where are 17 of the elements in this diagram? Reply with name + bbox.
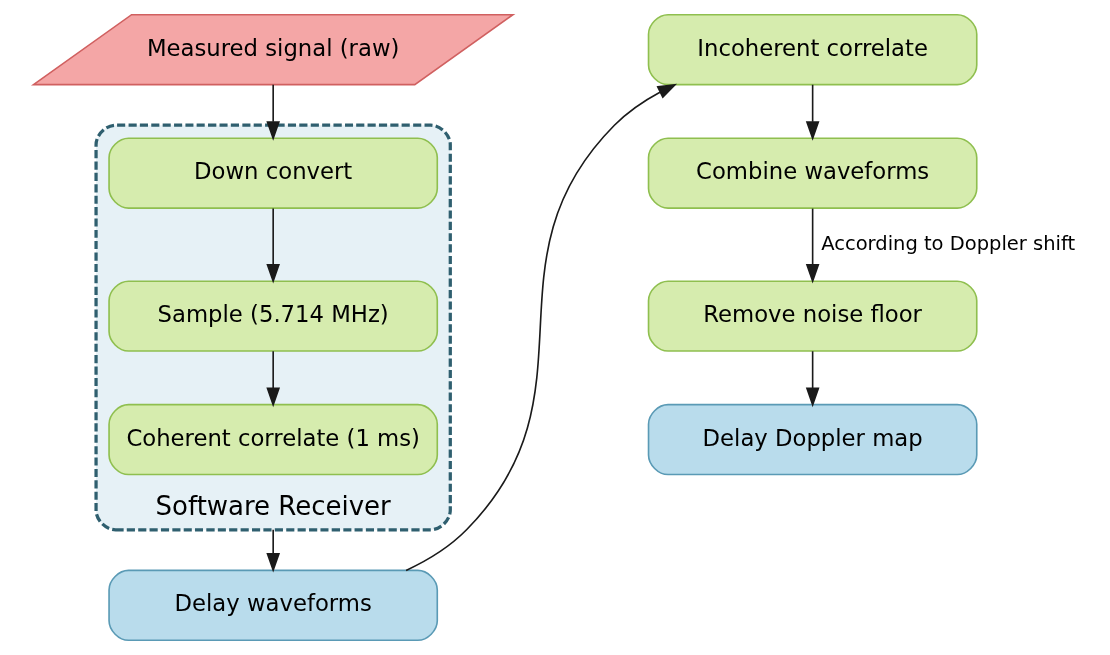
arrow xyxy=(265,207,280,284)
arrow xyxy=(805,350,819,408)
arrow xyxy=(265,350,280,408)
arrow xyxy=(805,207,819,284)
node-box: Delay Doppler map xyxy=(647,403,978,476)
arrow xyxy=(404,83,677,572)
node-box: Incoherent correlate xyxy=(647,13,978,86)
node-box: Sample (5.714 MHz) xyxy=(107,280,438,352)
arrow xyxy=(805,83,819,141)
node-box: Down convert xyxy=(107,137,438,209)
node-box: Coherent correlate (1 ms) xyxy=(107,403,438,476)
node-box: Delay waveforms xyxy=(107,569,438,642)
edge-label: According to Doppler shift xyxy=(820,231,1075,255)
arrow xyxy=(265,83,280,141)
node-box: Remove noise floor xyxy=(647,280,978,352)
arrow xyxy=(265,529,280,573)
node-box: Combine waveforms xyxy=(647,137,978,209)
